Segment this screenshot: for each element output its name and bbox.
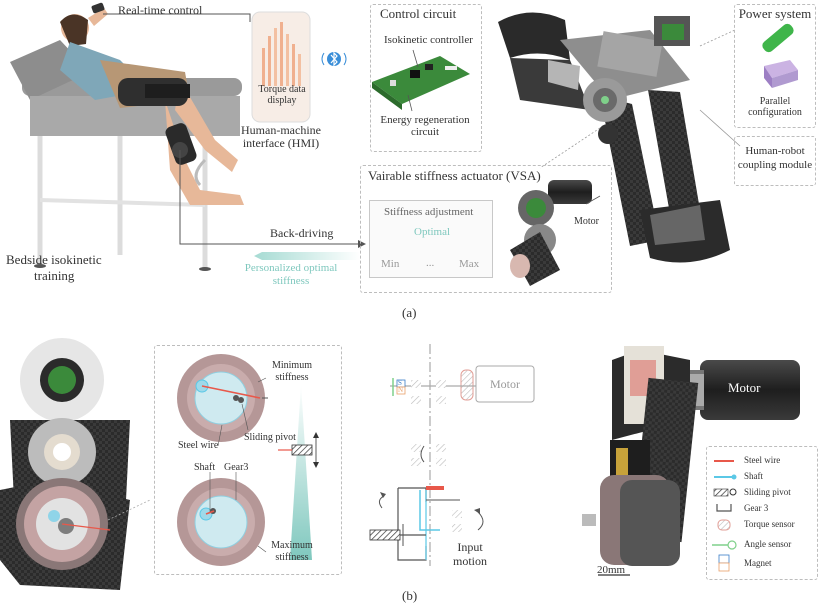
power-system-title: Power system bbox=[738, 6, 812, 21]
stiffness-detail-box bbox=[154, 345, 342, 575]
input-motion-label: Input motion bbox=[445, 540, 495, 568]
motor-label-vsa: Motor bbox=[574, 216, 599, 227]
back-driving-label: Back-driving bbox=[270, 226, 334, 240]
legend-item-shaft: Shaft bbox=[744, 471, 763, 481]
hmi-label: Human-machine interface (HMI) bbox=[236, 124, 326, 150]
legend-item-gear3: Gear 3 bbox=[744, 503, 769, 513]
min-label: Min bbox=[381, 258, 400, 270]
realtime-control-label: Real-time control bbox=[118, 3, 203, 17]
power-system-box bbox=[734, 4, 816, 128]
maximum-stiffness-label: Maximum stiffness bbox=[262, 540, 322, 564]
bedside-line1: Bedside isokinetic bbox=[6, 252, 102, 267]
optimal-label: Optimal bbox=[414, 226, 451, 238]
legend-box bbox=[706, 446, 818, 580]
energy-regen-line2: circuit bbox=[410, 126, 440, 138]
caption-b: (b) bbox=[402, 588, 418, 603]
personalized-stiffness-label: Personalized optimal stiffness bbox=[236, 262, 346, 288]
shaft-label: Shaft bbox=[194, 462, 216, 473]
steel-wire-label: Steel wire bbox=[178, 440, 219, 451]
bedside-line2: training bbox=[34, 268, 75, 283]
coupling-line1: Human-robot bbox=[745, 145, 805, 157]
vsa-photo-render bbox=[582, 346, 800, 566]
gear-train-render bbox=[0, 338, 130, 590]
hmi-line2: interface (HMI) bbox=[242, 136, 320, 150]
parallel-config-label: Parallel configuration bbox=[734, 96, 816, 118]
battery-illustration bbox=[762, 23, 798, 88]
torque-display-line2: display bbox=[267, 95, 297, 106]
minimum-line2: stiffness bbox=[275, 372, 309, 383]
legend-glyphs bbox=[712, 460, 737, 572]
vsa-box bbox=[360, 165, 612, 293]
bedside-label: Bedside isokinetic training bbox=[6, 252, 102, 284]
magnet-n-label: N bbox=[398, 386, 404, 394]
maximum-line2: stiffness bbox=[275, 552, 309, 563]
minimum-line1: Minimum bbox=[271, 360, 312, 371]
sliding-pivot-symbol bbox=[278, 432, 319, 468]
scale-label: 20mm bbox=[597, 564, 626, 576]
exoskeleton-render bbox=[498, 12, 730, 263]
minimum-stiffness-label: Minimum stiffness bbox=[262, 360, 322, 384]
min-stiffness-disk bbox=[177, 354, 268, 442]
energy-regen-label: Energy regeneration circuit bbox=[374, 114, 476, 138]
ellipsis-label: ... bbox=[426, 257, 435, 269]
energy-regen-line1: Energy regeneration bbox=[380, 114, 470, 126]
mechanism-schematic bbox=[369, 344, 535, 566]
pcb-illustration bbox=[372, 49, 470, 112]
legend-item-steel-wire: Steel wire bbox=[744, 455, 781, 465]
input-motion-line1: Input bbox=[457, 540, 483, 554]
vsa-render bbox=[510, 180, 592, 286]
legend-item-angle-sensor: Angle sensor bbox=[744, 539, 792, 549]
motor-schematic-label: Motor bbox=[490, 377, 520, 391]
gear3-label: Gear3 bbox=[224, 462, 249, 473]
parallel-line2: configuration bbox=[748, 107, 802, 118]
stiffness-adjustment-title: Stiffness adjustment bbox=[384, 206, 474, 218]
control-circuit-box bbox=[370, 4, 482, 152]
personalized-line1: Personalized optimal bbox=[244, 262, 338, 274]
torque-display-label: Torque data display bbox=[254, 84, 310, 106]
legend-item-sliding-pivot: Sliding pivot bbox=[744, 487, 791, 497]
input-motion-line2: motion bbox=[452, 554, 487, 568]
hmi-line1: Human-machine bbox=[241, 123, 321, 137]
vsa-title: Vairable stiffness actuator (VSA) bbox=[368, 168, 541, 183]
torque-display-line1: Torque data bbox=[258, 84, 306, 95]
max-label: Max bbox=[459, 258, 480, 270]
motor-photo-label: Motor bbox=[728, 380, 761, 395]
max-stiffness-disk bbox=[177, 478, 265, 566]
sliding-pivot-label: Sliding pivot bbox=[244, 432, 296, 443]
stiffness-adjustment-box bbox=[369, 200, 493, 278]
caption-a: (a) bbox=[402, 305, 417, 320]
control-circuit-title: Control circuit bbox=[380, 6, 457, 21]
personalized-line2: stiffness bbox=[272, 275, 310, 287]
coupling-module-box bbox=[734, 136, 816, 186]
coupling-module-label: Human-robot coupling module bbox=[734, 144, 816, 172]
isokinetic-controller-label: Isokinetic controller bbox=[384, 34, 473, 46]
coupling-line2: coupling module bbox=[737, 159, 813, 171]
hmi-phone bbox=[251, 11, 311, 123]
maximum-line1: Maximum bbox=[271, 540, 313, 551]
bluetooth-icon bbox=[321, 51, 347, 67]
magnet-s-label: S bbox=[398, 379, 402, 387]
legend-item-torque-sensor: Torque sensor bbox=[744, 519, 795, 529]
legend-item-magnet: Magnet bbox=[744, 558, 772, 568]
parallel-line1: Parallel bbox=[759, 96, 791, 107]
